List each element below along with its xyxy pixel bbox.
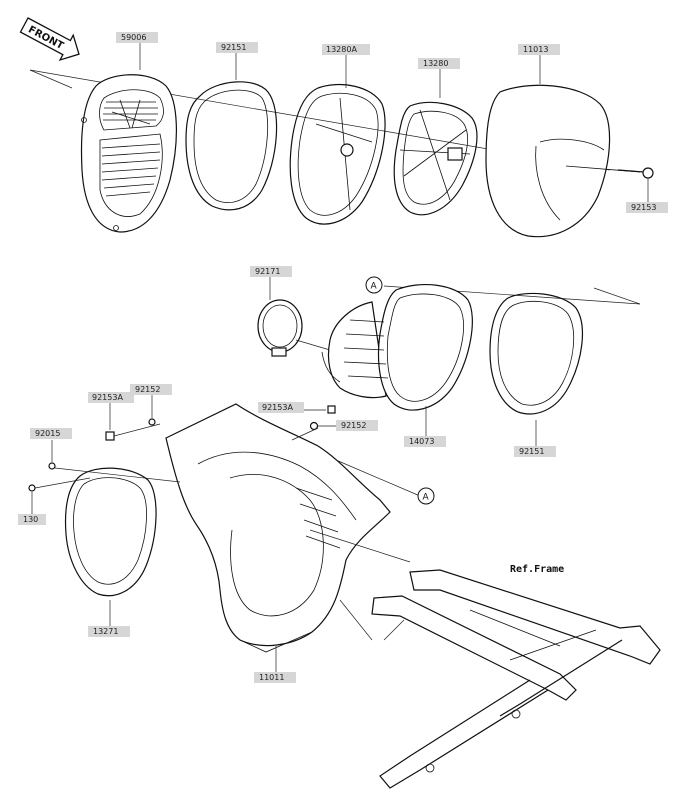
svg-text:13280A: 13280A bbox=[326, 45, 357, 54]
svg-text:92151: 92151 bbox=[221, 43, 246, 52]
callout-a-bottom: A bbox=[417, 487, 435, 505]
top-axis-line-left bbox=[29, 69, 73, 89]
label-13280a: 13280A bbox=[322, 44, 370, 55]
label-130: 130 bbox=[18, 514, 46, 525]
svg-text:11011: 11011 bbox=[259, 673, 284, 682]
svg-text:92152: 92152 bbox=[135, 385, 160, 394]
fastener-130 bbox=[28, 477, 91, 492]
svg-text:92153A: 92153A bbox=[92, 393, 123, 402]
svg-text:11013: 11013 bbox=[523, 45, 548, 54]
fastener-92152-left bbox=[148, 418, 156, 426]
frame-13280a bbox=[289, 83, 386, 225]
label-11013: 11013 bbox=[518, 44, 560, 55]
label-92153a-right: 92153A bbox=[258, 402, 304, 413]
gasket-92151-bottom bbox=[489, 292, 583, 415]
label-92151-bottom: 92151 bbox=[514, 446, 556, 457]
leader-lines bbox=[31, 42, 649, 672]
label-13271: 13271 bbox=[88, 626, 130, 637]
screen-59006 bbox=[80, 74, 177, 233]
fastener-92152-right bbox=[291, 421, 319, 441]
svg-text:13280: 13280 bbox=[423, 59, 448, 68]
fastener-92153a-right bbox=[327, 405, 336, 414]
gasket-13271-inner bbox=[73, 477, 147, 585]
label-92152-left: 92152 bbox=[130, 384, 172, 395]
gasket-92151-top-inner bbox=[193, 89, 269, 203]
label-14073: 14073 bbox=[404, 436, 446, 447]
label-92151-top: 92151 bbox=[216, 42, 258, 53]
bolt-92153 bbox=[617, 167, 654, 179]
gasket-92151-bottom-inner bbox=[497, 301, 574, 406]
cage-13280 bbox=[393, 101, 478, 216]
gasket-92151-top bbox=[185, 81, 278, 211]
ref-frame bbox=[371, 569, 661, 789]
label-13280: 13280 bbox=[418, 58, 460, 69]
svg-text:13271: 13271 bbox=[93, 627, 118, 636]
svg-text:14073: 14073 bbox=[409, 437, 434, 446]
label-92153: 92153 bbox=[626, 202, 668, 213]
svg-text:A: A bbox=[423, 493, 430, 503]
svg-text:92171: 92171 bbox=[255, 267, 280, 276]
middle-axis-tick bbox=[593, 287, 641, 305]
svg-text:92151: 92151 bbox=[519, 447, 544, 456]
front-arrow-badge: FRONT bbox=[19, 17, 80, 62]
label-92171: 92171 bbox=[250, 266, 292, 277]
duct-14073 bbox=[321, 283, 473, 411]
svg-text:130: 130 bbox=[23, 515, 38, 524]
label-11011: 11011 bbox=[254, 672, 296, 683]
svg-text:92015: 92015 bbox=[35, 429, 60, 438]
filter-11013 bbox=[485, 84, 641, 238]
svg-text:92152: 92152 bbox=[341, 421, 366, 430]
svg-text:92153: 92153 bbox=[631, 203, 656, 212]
label-59006: 59006 bbox=[116, 32, 158, 43]
svg-text:A: A bbox=[371, 282, 378, 292]
svg-text:59006: 59006 bbox=[121, 33, 146, 42]
fastener-92153a-left bbox=[105, 423, 161, 441]
svg-text:92153A: 92153A bbox=[262, 403, 293, 412]
clamp-92171 bbox=[257, 299, 331, 357]
callout-a-top: A bbox=[365, 276, 383, 294]
label-92153a-left: 92153A bbox=[88, 392, 134, 403]
fastener-92015 bbox=[48, 462, 181, 483]
airbox-11011 bbox=[165, 403, 391, 653]
gasket-13271 bbox=[64, 467, 157, 597]
label-92152-right: 92152 bbox=[336, 420, 378, 431]
ref-frame-label: Ref.Frame bbox=[510, 564, 564, 575]
label-92015: 92015 bbox=[30, 428, 72, 439]
